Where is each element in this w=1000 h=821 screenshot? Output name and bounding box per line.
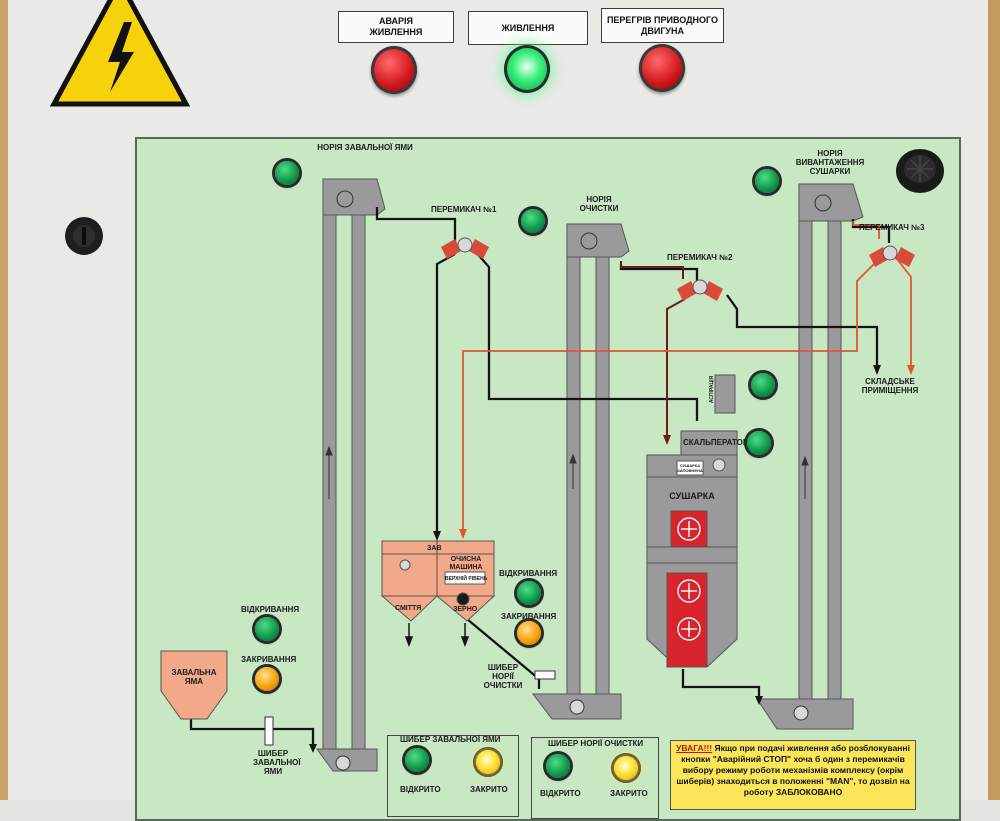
noria-dryer-start-button[interactable]	[755, 169, 779, 193]
elevator-intake	[316, 178, 386, 772]
noria-cleaning-label: НОРІЯ ОЧИСТКИ	[579, 195, 619, 213]
gate-cleaning-close-button[interactable]	[517, 621, 541, 645]
gate-noria-cleaning-label: ШИБЕР НОРІЇ ОЧИСТКИ	[483, 663, 523, 690]
power-lamp	[504, 45, 550, 93]
noria-intake-label: НОРІЯ ЗАВАЛЬНОЇ ЯМИ	[317, 143, 413, 152]
gate-cleaning-opened-indicator	[546, 754, 570, 778]
aspiration-start-button[interactable]	[751, 373, 775, 397]
power-fault-label: АВАРІЯ ЖИВЛЕННЯ	[338, 11, 454, 43]
gate-cleaning-open-button[interactable]	[517, 581, 541, 605]
grain-label: ЗЕРНО	[453, 606, 478, 613]
warning-text: Якщо при подачі живлення або розблокуван…	[676, 743, 910, 797]
gate-intake-control-box	[387, 735, 519, 817]
warning-head: УВАГА!!!	[676, 743, 713, 753]
gate-intake-closed-indicator	[476, 750, 500, 774]
gate-cleaning-box-title: ШИБЕР НОРІЇ ОЧИСТКИ	[548, 739, 644, 748]
switch-1-diverter	[441, 237, 489, 259]
motor-overheat-lamp	[639, 44, 685, 92]
switch-2-label: ПЕРЕМИКАЧ №2	[667, 253, 733, 262]
gate-intake-close-button[interactable]	[255, 667, 279, 691]
noria-dryer-unload-label: НОРІЯ ВИВАНТАЖЕННЯ СУШАРКИ	[795, 149, 865, 176]
trash-label: СМІТТЯ	[395, 605, 422, 612]
warehouse-label: СКЛАДСЬКЕ ПРИМІЩЕННЯ	[861, 377, 919, 395]
scalperator-label: СКАЛЬПЕРАТОР	[683, 438, 749, 447]
high-voltage-warning-icon	[50, 0, 190, 107]
gate-intake-closed-label: ЗАКРИТО	[470, 785, 508, 794]
noria-intake-start-button[interactable]	[275, 161, 299, 185]
wood-wall-right	[988, 0, 1000, 800]
switch-2-diverter	[677, 279, 723, 301]
gate-cleaning-opened-label: ВІДКРИТО	[540, 789, 581, 798]
power-fault-lamp	[371, 46, 417, 94]
opening-label-1: ВІДКРИВАННЯ	[241, 605, 300, 614]
gate-intake-box-title: ШИБЕР ЗАВАЛЬНОЇ ЯМИ	[400, 735, 501, 744]
motor-overheat-label: ПЕРЕГРІВ ПРИВОДНОГО ДВИГУНА	[601, 8, 724, 43]
dryer-label: СУШАРКА	[669, 491, 715, 501]
gate-intake-opened-label: ВІДКРИТО	[400, 785, 441, 794]
gate-cleaning-control-box	[531, 737, 659, 819]
scalperator-dryer	[646, 374, 738, 668]
warning-notice: УВАГА!!! Якщо при подачі живлення або ро…	[670, 740, 916, 810]
gate-intake-opened-indicator	[405, 748, 429, 772]
mnemonic-diagram	[160, 178, 915, 772]
closing-label-1: ЗАКРИВАННЯ	[241, 655, 297, 664]
scalperator-start-button[interactable]	[747, 431, 771, 455]
zav-label: ЗАВ	[427, 545, 442, 552]
elevator-cleaning	[531, 223, 630, 720]
elevator-dryer-unload	[756, 183, 864, 730]
switch-3-diverter	[869, 245, 915, 267]
closing-label-2: ЗАКРИВАННЯ	[501, 612, 557, 621]
gate-cleaning-closed-indicator	[614, 756, 638, 780]
switch-3-label: ПЕРЕМИКАЧ №3	[859, 223, 925, 232]
power-label: ЖИВЛЕННЯ	[468, 11, 588, 45]
siren-speaker-icon	[896, 149, 944, 193]
aspiration-label: АСПІРАЦІЯ	[709, 375, 716, 404]
panel-lock-icon[interactable]	[63, 215, 105, 257]
opening-label-2: ВІДКРИВАННЯ	[499, 569, 558, 578]
mnemonic-panel: НОРІЯ ЗАВАЛЬНОЇ ЯМИ НОРІЯ ОЧИСТКИ НОРІЯ …	[135, 137, 961, 821]
gate-intake-pit-label: ШИБЕР ЗАВАЛЬНОЇ ЯМИ	[253, 749, 301, 776]
switch-1-label: ПЕРЕМИКАЧ №1	[431, 205, 497, 214]
dryer-filled-label: СУШАРКА ЗАПОВНЕНА	[677, 463, 703, 473]
gate-cleaning-closed-label: ЗАКРИТО	[610, 789, 648, 798]
cleaning-machine-label: ОЧИСНА МАШИНА	[449, 556, 483, 571]
intake-pit-label: ЗАВАЛЬНА ЯМА	[171, 668, 217, 686]
zav-cleaning-machine	[380, 540, 496, 622]
intake-pit	[160, 650, 228, 720]
upper-level-label: ВЕРХНІЙ РІВЕНЬ	[445, 576, 488, 582]
noria-cleaning-start-button[interactable]	[521, 209, 545, 233]
gate-intake-open-button[interactable]	[255, 617, 279, 641]
wood-wall-left	[0, 0, 8, 800]
